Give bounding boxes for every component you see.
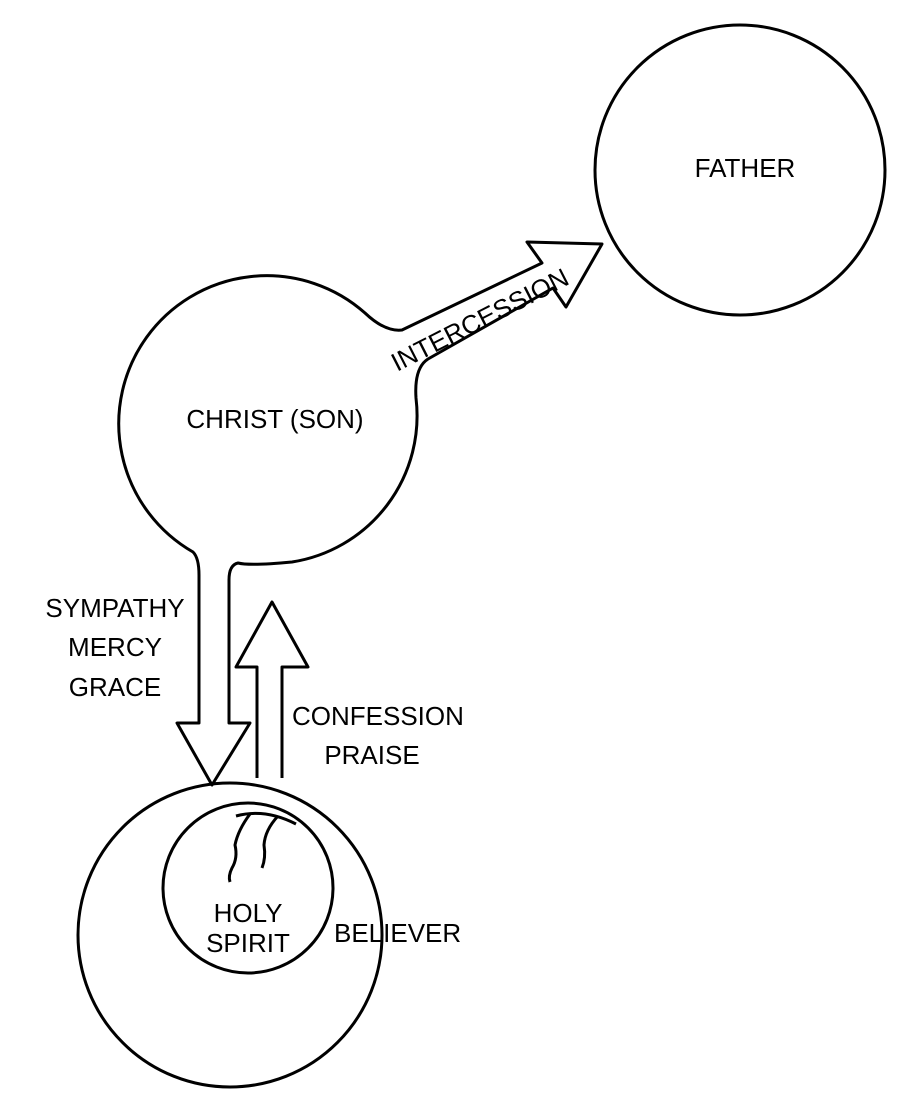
believer-circle — [76, 781, 384, 1089]
confession-label: CONFESSION — [292, 701, 464, 731]
grace-label: GRACE — [69, 672, 161, 702]
upward-arrow — [234, 600, 310, 778]
father-circle — [593, 23, 887, 317]
sympathy-label: SYMPATHY — [45, 593, 184, 623]
father-label: FATHER — [695, 153, 796, 183]
holy-spirit-label-line2: SPIRIT — [206, 928, 290, 958]
mercy-label: MERCY — [68, 632, 162, 662]
christ-circle-with-arrows — [117, 240, 604, 787]
christ-label: CHRIST (SON) — [186, 404, 363, 434]
spirit-connection-strands — [227, 811, 297, 883]
believer-label: BELIEVER — [334, 918, 461, 948]
holy-spirit-circle — [161, 801, 335, 975]
praise-label: PRAISE — [324, 740, 419, 770]
holy-spirit-label-line1: HOLY — [214, 898, 283, 928]
intercession-label: INTERCESSION — [386, 262, 573, 377]
